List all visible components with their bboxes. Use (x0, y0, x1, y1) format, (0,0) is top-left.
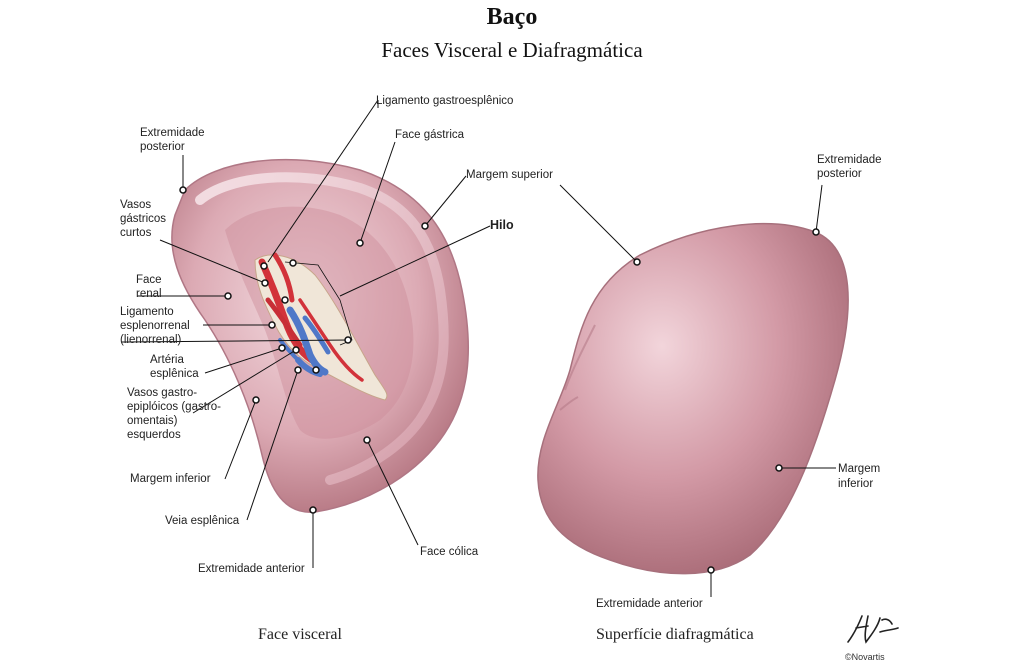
label-extremidade-anterior-right: Extremidade anterior (596, 598, 703, 610)
label-vasos-gastroepiploicos-1: Vasos gastro- (127, 387, 198, 399)
label-margem-superior: Margem superior (466, 169, 553, 181)
visceral-spleen (171, 158, 469, 513)
label-extremidade-posterior-left-2: posterior (140, 141, 185, 153)
label-veia-esplenica: Veia esplênica (165, 515, 240, 527)
label-vasos-gastricos-2: gástricos (120, 213, 167, 225)
caption-face-visceral: Face visceral (258, 626, 342, 643)
label-ligamento-esplenorrenal-1: Ligamento (120, 306, 174, 318)
label-extremidade-posterior-left-1: Extremidade (140, 127, 205, 139)
page-subtitle: Faces Visceral e Diafragmática (381, 38, 643, 62)
label-vasos-gastricos-1: Vasos (120, 199, 152, 211)
label-face-renal-1: Face (136, 274, 162, 286)
leader-lines-right (559, 184, 836, 597)
label-hilo: Hilo (490, 218, 514, 232)
label-face-gastrica: Face gástrica (395, 129, 465, 141)
label-ligamento-gastroesplenico: Ligamento gastroesplênico (376, 95, 514, 107)
label-face-renal-2: renal (136, 288, 162, 300)
netter-signature-logo (847, 615, 899, 644)
leader-lines (120, 99, 491, 568)
copyright-text: ©Novartis (845, 652, 885, 662)
diaphragmatic-spleen (537, 223, 849, 575)
label-vasos-gastroepiploicos-4: esquerdos (127, 429, 181, 441)
label-face-colica: Face cólica (420, 546, 479, 558)
label-extremidade-anterior-left: Extremidade anterior (198, 563, 305, 575)
label-vasos-gastroepiploicos-2: epiplóicos (gastro- (127, 401, 221, 413)
label-margem-inferior-right-2: inferior (838, 478, 874, 490)
label-margem-inferior-left: Margem inferior (130, 473, 211, 485)
label-vasos-gastricos-3: curtos (120, 227, 152, 239)
label-arteria-esplenica-2: esplênica (150, 368, 199, 380)
label-vasos-gastroepiploicos-3: omentais) (127, 415, 178, 427)
page-title: Baço (486, 4, 538, 30)
caption-superficie-diafragmatica: Superfície diafragmática (596, 626, 754, 643)
label-margem-inferior-right-1: Margem (838, 463, 881, 475)
label-arteria-esplenica-1: Artéria (150, 354, 184, 366)
label-ligamento-esplenorrenal-3: (lienorrenal) (120, 334, 182, 346)
label-ligamento-esplenorrenal-2: esplenorrenal (120, 320, 190, 332)
label-extremidade-posterior-right-2: posterior (817, 168, 862, 180)
label-extremidade-posterior-right-1: Extremidade (817, 154, 882, 166)
marker-dots (179, 186, 820, 574)
